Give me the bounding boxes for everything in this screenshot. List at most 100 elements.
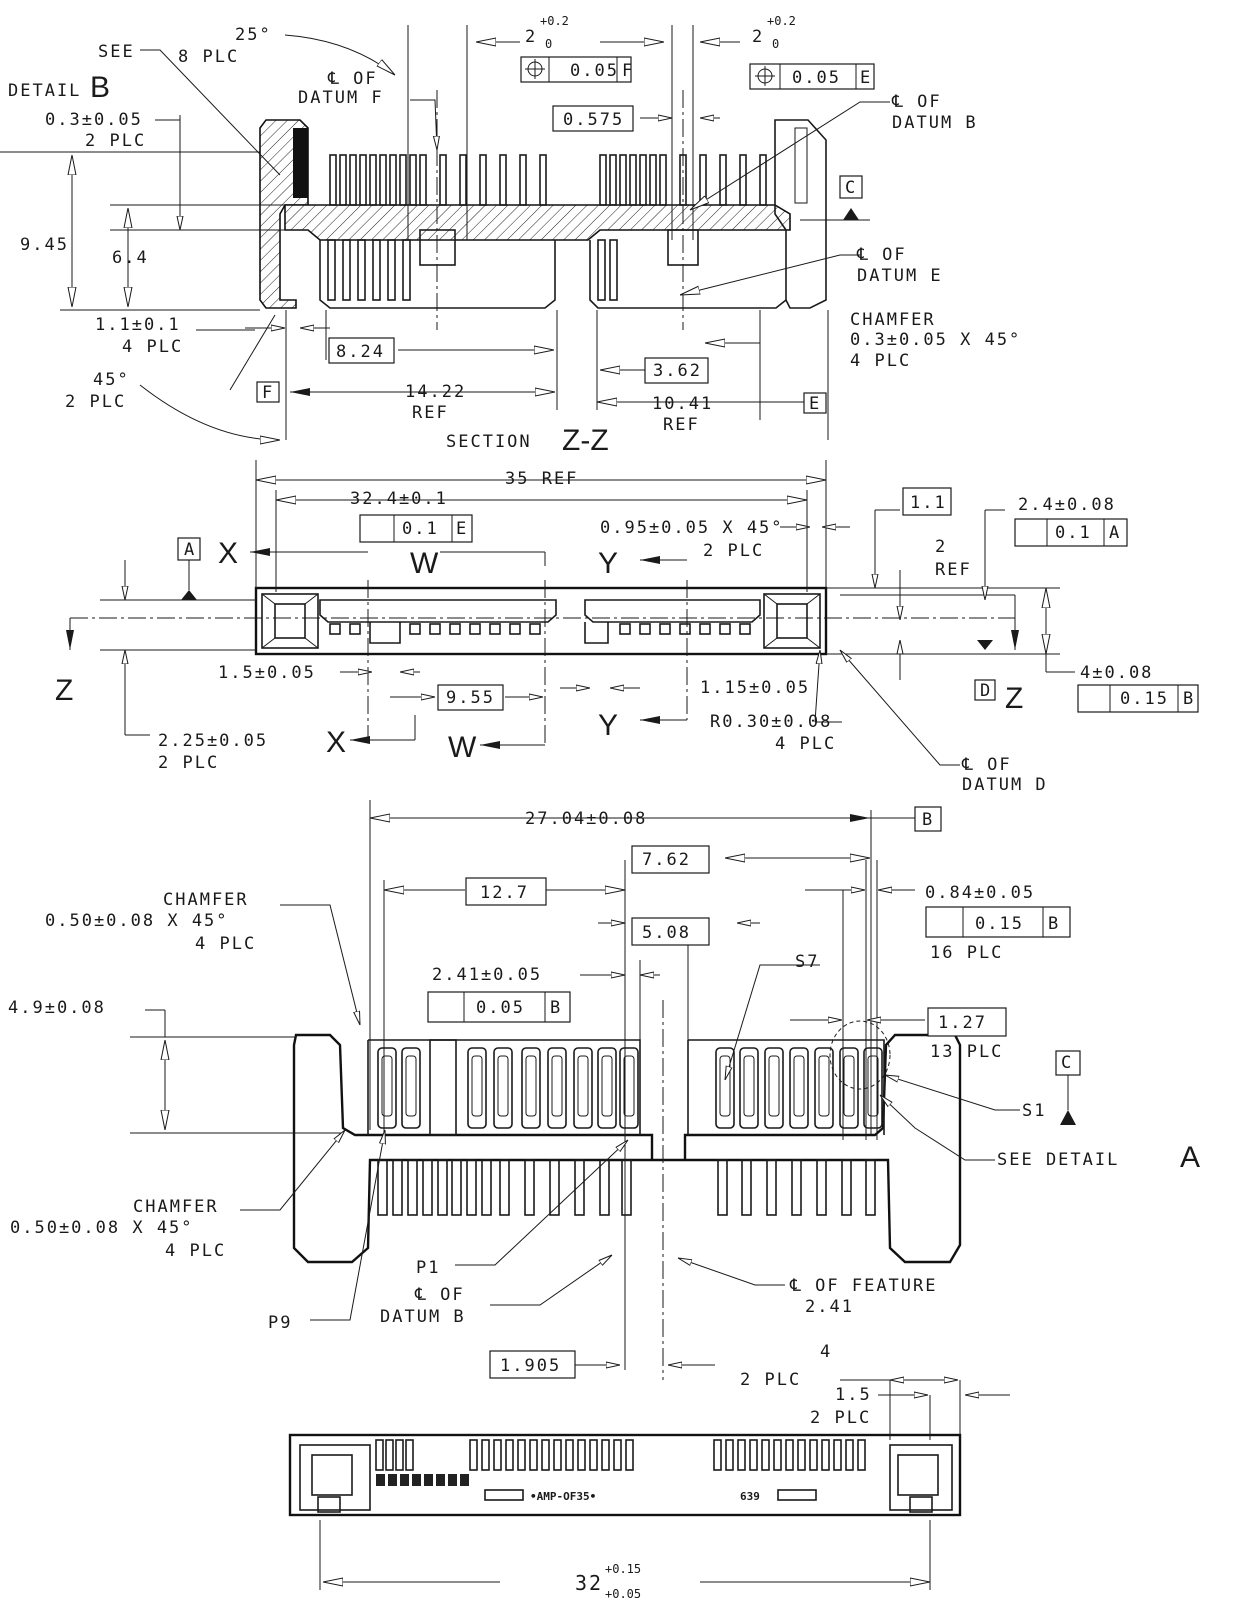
datum-f-leader <box>410 99 437 150</box>
fcf-084-datum: B <box>1048 914 1060 934</box>
fcf-324-frame <box>359 514 473 543</box>
side-pin-row <box>329 623 751 635</box>
bottom-pin <box>845 1439 854 1471</box>
chamfer-top-dim: 0.50±0.08 X 45° <box>45 911 229 931</box>
dim-4: 4±0.08 <box>1080 663 1153 683</box>
contact-pin <box>597 1047 617 1129</box>
dim-127b-box <box>927 1007 1007 1037</box>
angle-45: 45° <box>93 370 130 390</box>
side-view <box>66 460 1199 766</box>
bottom-pin <box>517 1439 526 1471</box>
section-letters: Z-Z <box>562 424 609 457</box>
dim-03: 0.3±0.05 <box>45 110 143 130</box>
lower-pin <box>524 1159 535 1216</box>
dim-top-right: 2 <box>752 27 764 47</box>
pin-face <box>639 623 651 635</box>
angle-25-label: 25° <box>235 25 272 45</box>
contact-pin <box>619 1047 639 1129</box>
cl-datum-b-front2: DATUM B <box>380 1307 466 1327</box>
fcf-084-frame <box>925 906 1071 938</box>
detail-b-letter: B <box>90 71 110 104</box>
lower-pin <box>437 1159 448 1216</box>
key-notch-r <box>584 622 609 644</box>
right-lower-housing <box>589 240 787 309</box>
contact-pin-inner <box>525 1055 537 1117</box>
fcf-324-datum: E <box>456 519 468 539</box>
dim-127-box <box>465 877 547 906</box>
contact-pin <box>715 1047 735 1129</box>
dim-955-box <box>437 684 504 711</box>
dim-11-plc: 4 PLC <box>122 337 183 357</box>
tol-lower: 0 <box>545 37 552 51</box>
part-marking: •AMP-OF35• <box>530 1490 596 1503</box>
dim-115: 1.15±0.05 <box>700 678 810 698</box>
bottom-pin <box>541 1439 550 1471</box>
lower-pin <box>451 1159 462 1216</box>
fcf-f-datum: F <box>622 61 634 81</box>
bottom-pad <box>412 1474 421 1486</box>
bottom-pin <box>737 1439 746 1471</box>
bottom-pad <box>460 1474 469 1486</box>
lower-pin <box>422 1159 433 1216</box>
contact-pin <box>863 1047 883 1129</box>
dim-324: 32.4±0.1 <box>350 489 448 509</box>
position-symbols <box>366 59 1105 1019</box>
contact-pin <box>399 154 407 206</box>
dim-1041: 10.41 <box>652 394 713 414</box>
datum-e-box <box>803 392 827 414</box>
contact-pin-inner <box>405 1055 417 1117</box>
pin-face <box>659 623 671 635</box>
front-housing <box>292 1033 962 1264</box>
cl-datum-e2: DATUM E <box>857 266 943 286</box>
bottom-pin <box>493 1439 502 1471</box>
cut-x-bottom: X <box>326 726 346 759</box>
contact-pin <box>467 1047 487 1129</box>
left-slot <box>319 599 557 623</box>
right-wall-slot <box>794 127 808 204</box>
bottom-pin <box>761 1439 770 1471</box>
dim-r030-plc: 4 PLC <box>775 734 836 754</box>
bottom-pin <box>625 1439 634 1471</box>
lower-pin <box>621 1159 632 1216</box>
contact-pin <box>759 154 767 206</box>
contact-pin <box>401 1047 421 1129</box>
cut-w-bottom: W <box>448 731 477 764</box>
contact-pin <box>357 239 366 301</box>
pin-face <box>529 623 541 635</box>
chamfer-plc: 4 PLC <box>850 351 911 371</box>
contact-pin-inner <box>793 1055 805 1117</box>
bottom-pad <box>400 1474 409 1486</box>
dim-955: 9.55 <box>446 688 495 708</box>
lower-pin <box>377 1159 388 1216</box>
pin-face <box>409 623 421 635</box>
p1-label: P1 <box>416 1258 440 1278</box>
pin-face <box>489 623 501 635</box>
side-view-labels: 35 REF 32.4±0.1 0.1 E 1.1 2.4±0.08 0.1 A… <box>55 469 1193 795</box>
contact-pin <box>349 154 357 206</box>
chamfer-label: CHAMFER <box>850 310 936 330</box>
fcf-241-frame <box>427 991 571 1023</box>
contact-pin <box>499 154 507 206</box>
cl-datum-b-front: ℄ OF <box>414 1285 465 1305</box>
contact-pin <box>609 239 618 301</box>
bottom-pin <box>395 1439 404 1471</box>
contact-pin-inner <box>623 1055 635 1117</box>
section-zz-view <box>0 25 890 440</box>
right-slot <box>584 599 761 623</box>
bottom-pin <box>601 1439 610 1471</box>
chamfer-bot-dim: 0.50±0.08 X 45° <box>10 1218 194 1238</box>
dim-top-left: 2 <box>525 27 537 47</box>
contact-pin <box>521 1047 541 1129</box>
bottom-pin <box>797 1439 806 1471</box>
contact-pin <box>619 154 627 206</box>
dim-r030: R0.30±0.08 <box>710 712 832 732</box>
right-latch <box>763 593 821 649</box>
dim-11: 1.1±0.1 <box>95 315 181 335</box>
contact-pin <box>372 239 381 301</box>
contact-pin <box>814 1047 834 1129</box>
bottom-pad <box>448 1474 457 1486</box>
key-notch <box>369 622 401 644</box>
dim-2ref-label: REF <box>935 560 972 580</box>
contact-pin-inner <box>601 1055 613 1117</box>
lower-pin <box>392 1159 403 1216</box>
